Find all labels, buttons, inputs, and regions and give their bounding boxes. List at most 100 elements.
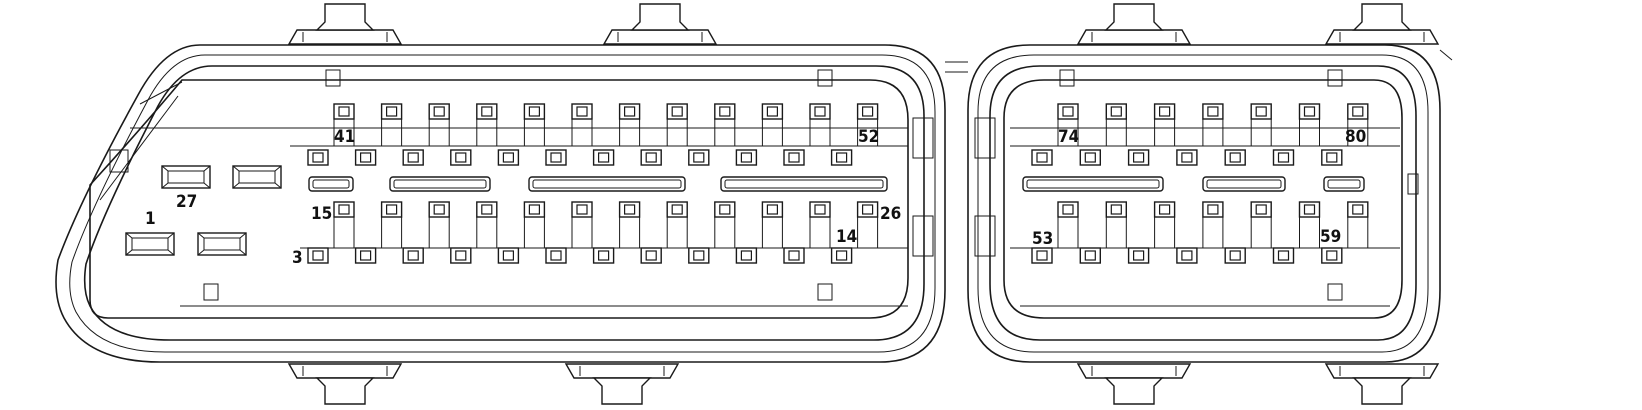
- pin-label-74: 74: [1058, 127, 1079, 147]
- right-notch: [1327, 69, 1343, 87]
- slot: [1022, 176, 1164, 192]
- pin-terminal: [618, 201, 641, 218]
- slot: [1202, 176, 1286, 192]
- left-notch: [203, 283, 219, 301]
- pin-label-26: 26: [880, 204, 901, 224]
- locking-tab: [287, 363, 403, 405]
- pin-terminal: [1079, 149, 1102, 166]
- right-connector-mid-shell: [977, 54, 1429, 353]
- locking-tab: [602, 3, 718, 45]
- pin-label-15: 15: [311, 204, 332, 224]
- pin-terminal: [856, 103, 879, 120]
- pin-label-41: 41: [334, 127, 355, 147]
- pin-terminal: [666, 103, 688, 120]
- pin-terminal: [761, 103, 784, 120]
- locking-tabs: [287, 3, 1440, 405]
- pin-label-53: 53: [1032, 229, 1053, 249]
- pin-terminal: [1057, 103, 1079, 120]
- left-connector-outer-shell: [55, 44, 946, 363]
- middle-slots: [308, 176, 1365, 192]
- pin-terminal: [1321, 149, 1343, 166]
- pin-terminal: [688, 247, 710, 264]
- pin-terminal: [1224, 149, 1246, 166]
- power-pin: [197, 232, 247, 256]
- pin-terminal: [640, 149, 662, 166]
- locking-tab: [564, 363, 680, 405]
- locking-tab: [1324, 363, 1440, 405]
- pin-terminal: [497, 247, 520, 264]
- left-chamfer: [139, 81, 183, 105]
- pin-terminal: [307, 149, 329, 166]
- power-pin-27: [161, 165, 211, 189]
- pin-terminal: [1153, 201, 1176, 218]
- pin-terminal: [1153, 103, 1176, 120]
- right-notch: [1059, 69, 1075, 87]
- pin-label-52: 52: [858, 127, 879, 147]
- pin-label-27: 27: [176, 192, 197, 212]
- left-latch-pad: [912, 117, 934, 159]
- left-connector-inner-shell: [83, 65, 925, 341]
- pin-terminal: [1224, 247, 1246, 264]
- pin-terminal: [783, 149, 805, 166]
- locking-tab: [1076, 363, 1192, 405]
- pin-terminal: [497, 149, 520, 166]
- pin-terminal: [1105, 201, 1128, 218]
- pin-terminal: [1321, 247, 1343, 264]
- pin-terminal: [640, 247, 662, 264]
- pin-terminal: [592, 247, 615, 264]
- pin-terminal: [592, 149, 615, 166]
- pin-terminal: [783, 247, 805, 264]
- pin-terminal: [354, 247, 377, 264]
- pin-terminal: [333, 103, 355, 120]
- pin-terminal: [830, 247, 853, 264]
- pin-label-3: 3: [292, 248, 303, 268]
- pin-terminal: [523, 103, 546, 120]
- right-connector-inner-shell: [989, 65, 1417, 341]
- pin-terminal: [1272, 149, 1295, 166]
- pin-label-80: 80: [1345, 127, 1366, 147]
- pin-label-14: 14: [836, 227, 857, 247]
- slot: [389, 176, 491, 192]
- pin-terminal: [307, 247, 329, 264]
- slot: [720, 176, 888, 192]
- pin-terminal: [1347, 201, 1369, 218]
- pin-field: [307, 103, 1369, 264]
- pin-terminal: [1105, 103, 1128, 120]
- pin-terminal: [1202, 201, 1224, 218]
- left-connector-cavity: [89, 79, 909, 319]
- pin-terminal: [476, 201, 498, 218]
- pin-terminal: [1127, 247, 1150, 264]
- pin-terminal: [1272, 247, 1295, 264]
- pin-terminal: [523, 201, 546, 218]
- pin-terminal: [1298, 201, 1321, 218]
- pin-terminal: [1031, 247, 1053, 264]
- right-connector-cavity: [1003, 79, 1403, 319]
- pin-terminal: [761, 201, 784, 218]
- pin-terminal: [1031, 149, 1053, 166]
- right-connector: [945, 44, 1453, 363]
- pin-label-1: 1: [145, 209, 156, 229]
- pin-terminal: [450, 247, 472, 264]
- slot: [1323, 176, 1365, 192]
- pin-terminal: [571, 103, 593, 120]
- pin-terminal: [402, 247, 424, 264]
- power-pin-1: [125, 232, 175, 256]
- pin-terminal: [476, 103, 498, 120]
- pin-terminal: [1057, 201, 1079, 218]
- pin-terminal: [333, 201, 355, 218]
- pin-terminal: [380, 201, 403, 218]
- locking-tab: [287, 3, 403, 45]
- pin-terminal: [1127, 149, 1150, 166]
- power-pins: [125, 165, 282, 256]
- pin-terminal: [735, 149, 758, 166]
- pin-terminal: [1079, 247, 1102, 264]
- locking-tab: [1324, 3, 1440, 45]
- pin-terminal: [1250, 201, 1272, 218]
- pin-terminal: [1176, 247, 1198, 264]
- pin-terminal: [450, 149, 472, 166]
- pin-terminal: [688, 149, 710, 166]
- right-side-key: [1407, 173, 1419, 195]
- pin-terminal: [714, 103, 736, 120]
- pin-terminal: [830, 149, 853, 166]
